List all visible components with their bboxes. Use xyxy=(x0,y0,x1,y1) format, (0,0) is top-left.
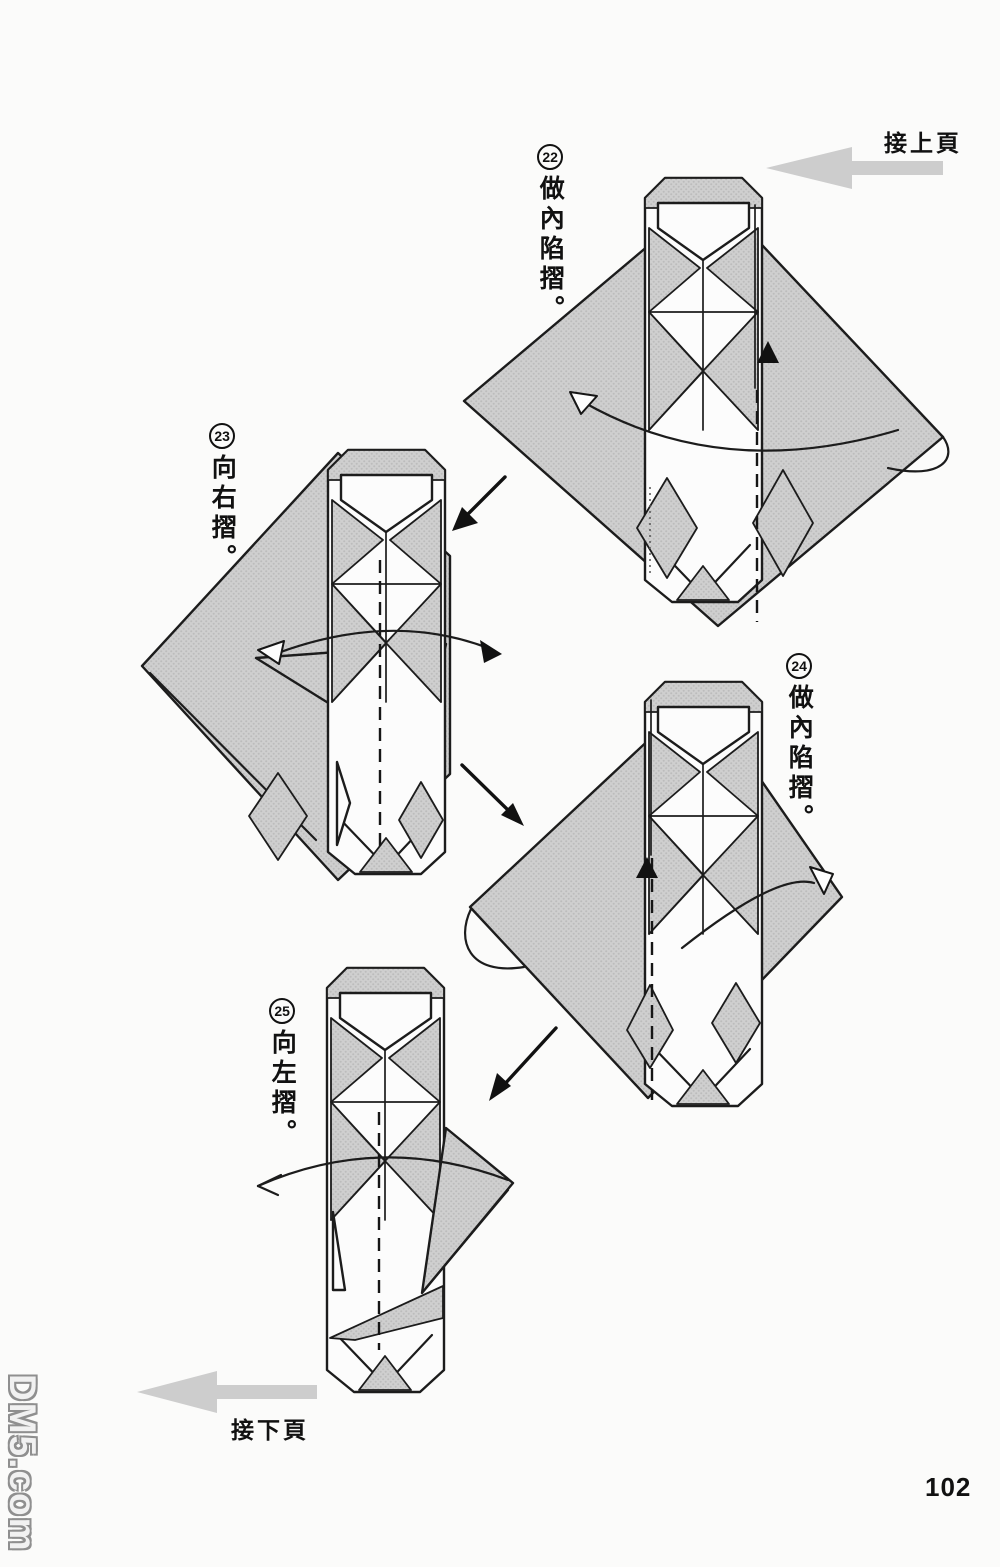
step-23-instruction: 向右摺。 xyxy=(208,454,237,574)
step-25-label: 25 向左摺。 xyxy=(268,998,297,1149)
step-25-number-badge: 25 xyxy=(269,998,296,1024)
next-page-arrow xyxy=(137,1371,317,1413)
figure-step-23 xyxy=(140,448,502,882)
next-step-arrow-2 xyxy=(460,763,524,826)
step-25-instruction: 向左摺。 xyxy=(268,1029,297,1149)
fold-curved-arrow-25 xyxy=(256,1156,510,1188)
step-22-number-badge: 22 xyxy=(537,144,564,170)
prev-page-arrow xyxy=(766,147,943,189)
step-24-label: 24 做內陷摺。 xyxy=(785,653,814,834)
step-24-instruction: 做內陷摺。 xyxy=(785,684,814,834)
fold-curved-arrow-24 xyxy=(680,880,816,950)
step-22-label: 22 做內陷摺。 xyxy=(536,144,565,325)
page-number: 102 xyxy=(925,1472,972,1502)
next-step-arrow-3 xyxy=(489,1026,558,1101)
step-23-number-badge: 23 xyxy=(209,423,236,449)
inside-fold-marker-22 xyxy=(757,341,779,363)
fold-curved-arrow-22 xyxy=(583,401,900,452)
step-22-instruction: 做內陷摺。 xyxy=(536,175,565,325)
figure-step-25 xyxy=(256,966,515,1394)
dm5-watermark: DM5.com xyxy=(2,1374,43,1553)
figure-step-22 xyxy=(462,176,950,628)
step-24-number-badge: 24 xyxy=(786,653,813,679)
inside-fold-marker-24 xyxy=(636,857,658,878)
step-23-label: 23 向右摺。 xyxy=(208,423,237,574)
prev-page-label: 接上頁 xyxy=(884,130,962,156)
next-page-label: 接下頁 xyxy=(231,1417,309,1443)
fold-curved-arrow-23 xyxy=(268,629,490,658)
next-step-arrow-1 xyxy=(452,475,507,531)
figure-step-24 xyxy=(463,680,844,1108)
